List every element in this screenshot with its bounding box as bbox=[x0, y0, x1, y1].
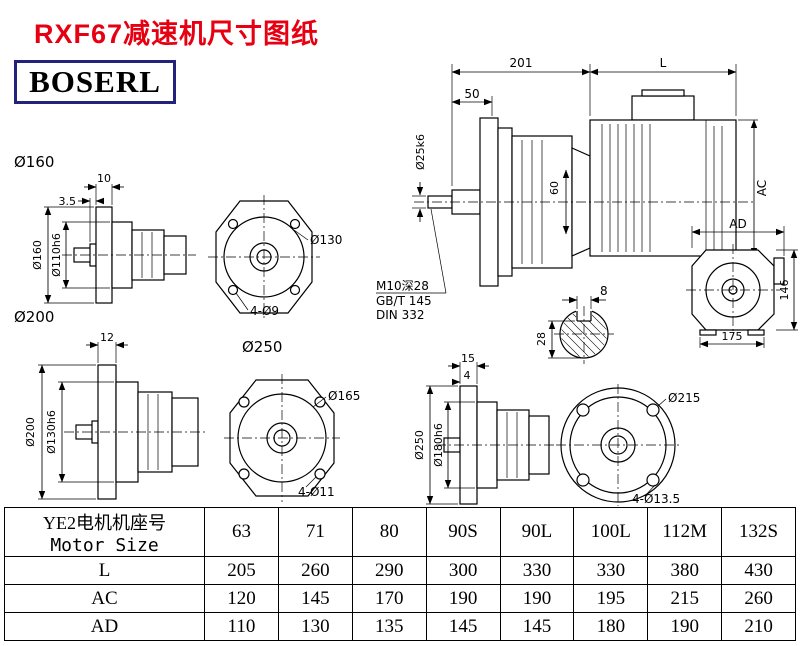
table-cell: 260 bbox=[277, 556, 353, 585]
table-header-cn: YE2电机机座号 bbox=[43, 512, 166, 533]
table-cell: 260 bbox=[721, 584, 796, 613]
table-cell: 195 bbox=[573, 584, 649, 613]
motor-size-column: 90L bbox=[499, 507, 575, 557]
boserl-logo: BOSERL bbox=[14, 60, 176, 104]
dim-label: Ø130 bbox=[310, 233, 342, 247]
dim-label: 4 bbox=[464, 369, 471, 382]
dim-label: 175 bbox=[722, 330, 743, 343]
table-cell: 430 bbox=[721, 556, 796, 585]
table-cell: 145 bbox=[499, 612, 575, 641]
motor-size-column: 90S bbox=[425, 507, 501, 557]
note-standard-2: DIN 332 bbox=[376, 308, 424, 322]
section-label-160: Ø160 bbox=[14, 153, 54, 171]
section-label-250: Ø250 bbox=[242, 338, 282, 356]
table-row-AD: AD 110 130 135 145 145 180 190 210 bbox=[4, 612, 796, 641]
dim-label: AD bbox=[729, 217, 746, 231]
table-cell: 210 bbox=[721, 612, 796, 641]
motor-size-column: 112M bbox=[647, 507, 723, 557]
drawing-250-front-view: Ø215 4-Ø13.5 bbox=[556, 384, 700, 506]
table-cell: 145 bbox=[277, 584, 353, 613]
motor-size-column: 71 bbox=[277, 507, 353, 557]
dim-label: Ø200 bbox=[24, 417, 37, 447]
dim-label: 15 bbox=[461, 352, 475, 365]
table-cell: 120 bbox=[204, 584, 279, 613]
table-cell: 290 bbox=[351, 556, 427, 585]
table-header-en: Motor Size bbox=[50, 534, 159, 556]
motor-size-column: 100L bbox=[573, 507, 649, 557]
table-cell: 190 bbox=[647, 612, 723, 641]
table-cell: 180 bbox=[573, 612, 649, 641]
drawing-200-front-view: Ø165 4-Ø11 bbox=[224, 374, 360, 502]
row-label-AD: AD bbox=[4, 612, 205, 641]
table-cell: 130 bbox=[277, 612, 353, 641]
page-title: RXF67减速机尺寸图纸 bbox=[34, 19, 320, 49]
dim-label: Ø250 bbox=[413, 430, 426, 460]
dim-label: 146 bbox=[778, 280, 791, 301]
note-standard-1: GB/T 145 bbox=[376, 294, 432, 308]
table-header-motor-size: YE2电机机座号 Motor Size bbox=[4, 507, 205, 557]
dim-label: Ø130h6 bbox=[45, 410, 58, 454]
dim-label: 60 bbox=[548, 181, 561, 195]
row-label-AC: AC bbox=[4, 584, 205, 613]
drawing-main-assembly: 201 L 50 Ø25k6 60 AC M10深28 GB/T 145 DIN… bbox=[376, 56, 769, 322]
table-cell: 380 bbox=[647, 556, 723, 585]
drawing-160-side-view: 10 3.5 Ø160 Ø110h6 bbox=[31, 172, 196, 304]
drawing-shaft-section: 8 28 bbox=[535, 284, 614, 364]
row-label-L: L bbox=[4, 556, 205, 585]
motor-size-column: 132S bbox=[721, 507, 796, 557]
drawing-160-front-view: Ø130 4-Ø9 bbox=[208, 195, 342, 319]
motor-size-column: 80 bbox=[351, 507, 427, 557]
drawing-250-side-view: 15 4 Ø250 Ø180h6 bbox=[413, 352, 556, 505]
dim-label: 8 bbox=[600, 284, 608, 298]
table-cell: 145 bbox=[425, 612, 501, 641]
dim-label: 12 bbox=[100, 331, 114, 344]
dim-label: L bbox=[660, 56, 667, 70]
drawing-canvas: Ø160 Ø200 Ø250 10 3.5 Ø160 Ø110h6 bbox=[14, 56, 798, 506]
table-cell: 330 bbox=[573, 556, 649, 585]
dim-label: 3.5 bbox=[59, 195, 77, 208]
table-cell: 205 bbox=[204, 556, 279, 585]
table-cell: 135 bbox=[351, 612, 427, 641]
table-cell: 300 bbox=[425, 556, 501, 585]
dim-label: 10 bbox=[97, 172, 111, 185]
section-label-200: Ø200 bbox=[14, 308, 54, 326]
dim-label: Ø215 bbox=[668, 391, 700, 405]
dim-label: Ø180h6 bbox=[432, 423, 445, 467]
dim-label: 4-Ø11 bbox=[298, 485, 335, 499]
dim-label: Ø165 bbox=[328, 389, 360, 403]
dim-label: 28 bbox=[535, 332, 548, 346]
motor-size-column: 63 bbox=[204, 507, 279, 557]
dim-label: 4-Ø13.5 bbox=[632, 492, 680, 506]
dim-label: 50 bbox=[464, 87, 479, 101]
drawing-200-side-view: 12 Ø200 Ø130h6 bbox=[24, 331, 206, 500]
table-cell: 110 bbox=[204, 612, 279, 641]
dimension-table: YE2电机机座号 Motor Size 63 71 80 90S 90L 100… bbox=[4, 507, 796, 641]
table-cell: 190 bbox=[425, 584, 501, 613]
table-row-AC: AC 120 145 170 190 190 195 215 260 bbox=[4, 584, 796, 613]
table-cell: 170 bbox=[351, 584, 427, 613]
note-thread: M10深28 bbox=[376, 279, 429, 293]
table-cell: 330 bbox=[499, 556, 575, 585]
dim-label: Ø25k6 bbox=[414, 134, 427, 170]
table-row-L: L 205 260 290 300 330 330 380 430 bbox=[4, 556, 796, 585]
dim-label: 4-Ø9 bbox=[250, 304, 279, 318]
dim-label: 201 bbox=[510, 56, 533, 70]
dim-label: Ø160 bbox=[31, 240, 44, 270]
dim-label: AC bbox=[755, 180, 769, 196]
dim-label: Ø110h6 bbox=[50, 233, 63, 277]
table-cell: 215 bbox=[647, 584, 723, 613]
drawing-motor-end-view: AD 146 175 bbox=[686, 217, 798, 348]
table-cell: 190 bbox=[499, 584, 575, 613]
